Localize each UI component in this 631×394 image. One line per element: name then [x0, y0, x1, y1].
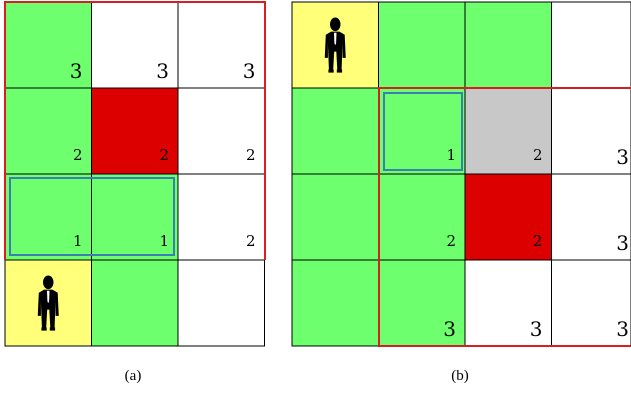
cell-a-r0c1: [91, 1, 179, 89]
cell-label-a-r0c0: 3: [70, 59, 83, 83]
cell-label-b-r3c2: 3: [530, 317, 543, 341]
grid-a: 3 3 3 2 2 2 1 1 2: [4, 1, 266, 347]
cell-label-a-r1c2: 2: [246, 146, 256, 164]
cell-label-a-r2c1: 1: [159, 232, 169, 250]
cell-label-b-r3c1: 3: [443, 317, 456, 341]
cell-label-b-r2c1: 2: [446, 232, 456, 250]
cell-a-r2c1: [91, 173, 179, 261]
cell-b-r0c2: [464, 1, 552, 89]
cell-b-r0c1: [378, 1, 466, 89]
boundary-b: [378, 87, 631, 347]
cell-a-r1c2: [177, 87, 265, 175]
person-icon: [37, 275, 59, 331]
cell-b-r1c2: [464, 87, 552, 175]
cell-a-r3c2: [177, 259, 265, 347]
cell-label-b-r1c2: 2: [533, 146, 543, 164]
cell-b-r3c2: [464, 259, 552, 347]
cell-b-r3c1: [378, 259, 466, 347]
cell-label-a-r2c0: 1: [73, 232, 83, 250]
cell-b-r2c0: [291, 173, 379, 261]
highlight-box-b: [383, 92, 463, 171]
caption-a: (a): [125, 368, 142, 384]
cell-b-r3c0: [291, 259, 379, 347]
highlight-box-a: [9, 177, 175, 256]
cell-a-r3c1: [91, 259, 179, 347]
cell-label-b-r2c3: 3: [616, 231, 629, 255]
cell-b-r1c3: [551, 87, 631, 175]
cell-label-b-r2c2: 2: [533, 232, 543, 250]
cell-label-a-r0c1: 3: [156, 59, 169, 83]
cell-b-r1c0: [291, 87, 379, 175]
cell-label-b-r3c3: 3: [616, 317, 629, 341]
cell-b-r2c3: [551, 173, 631, 261]
cell-a-r0c0: [4, 1, 92, 89]
cell-label-a-r2c2: 2: [246, 232, 256, 250]
cell-b-r3c3: [551, 259, 631, 347]
caption-b: (b): [451, 368, 469, 384]
cell-b-r0c3: [551, 1, 631, 89]
grid-b: 1 2 3 2 2 3 3 3 3: [291, 1, 631, 347]
cell-label-a-r1c0: 2: [73, 146, 83, 164]
boundary-a: [4, 1, 266, 260]
person-icon: [324, 17, 346, 73]
cell-a-r1c1: [91, 87, 179, 175]
cell-b-r2c1: [378, 173, 466, 261]
cell-label-a-r0c2: 3: [243, 59, 256, 83]
cell-b-r2c2: [464, 173, 552, 261]
cell-a-r1c0: [4, 87, 92, 175]
cell-label-a-r1c1: 2: [159, 146, 169, 164]
cell-label-b-r1c3: 3: [616, 145, 629, 169]
cell-b-r1c1: [378, 87, 466, 175]
cell-label-b-r1c1: 1: [446, 146, 456, 164]
